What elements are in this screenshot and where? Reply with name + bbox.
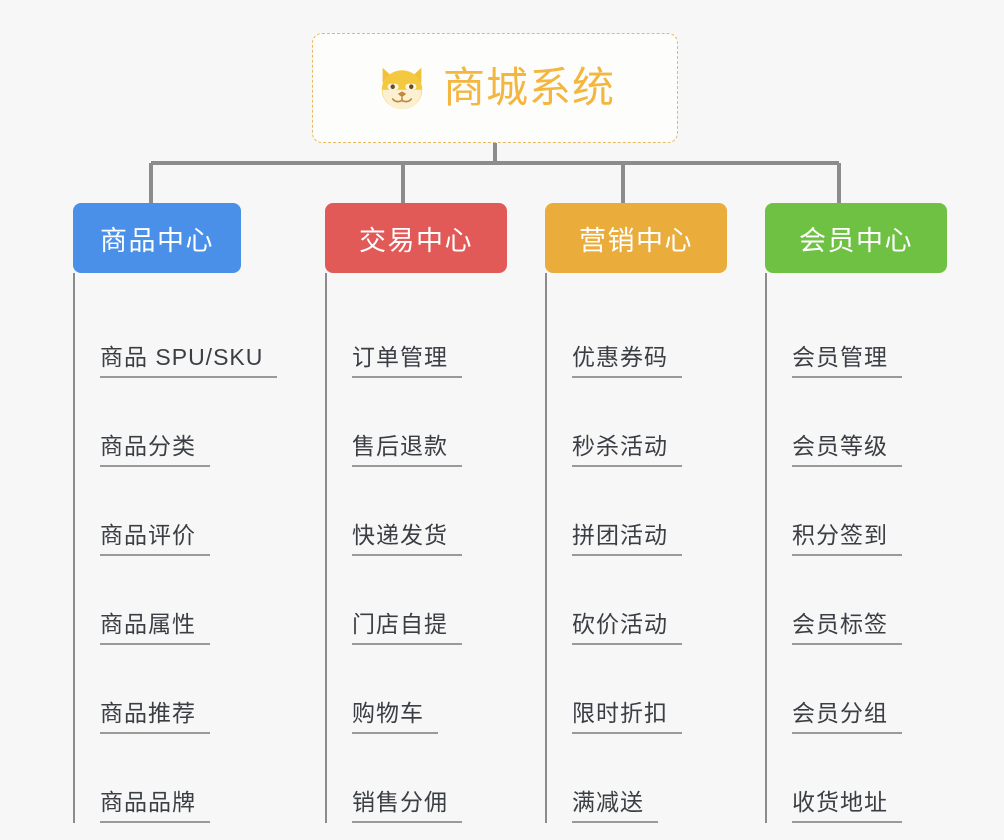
list-item[interactable]: 积分签到 <box>767 467 935 556</box>
leaf-label: 会员等级 <box>792 433 902 467</box>
list-item[interactable]: 商品评价 <box>75 467 283 556</box>
list-item[interactable]: 砍价活动 <box>547 556 715 645</box>
category-label-0: 商品中心 <box>100 225 214 256</box>
category-label-3: 会员中心 <box>799 225 913 256</box>
list-item[interactable]: 商品品牌 <box>75 734 283 823</box>
list-item[interactable]: 限时折扣 <box>547 645 715 734</box>
list-item[interactable]: 商品推荐 <box>75 645 283 734</box>
leaf-label: 优惠券码 <box>572 344 682 378</box>
leaf-label: 商品品牌 <box>100 789 210 823</box>
leaf-label: 拼团活动 <box>572 522 682 556</box>
leaf-label: 会员管理 <box>792 344 902 378</box>
leaf-label: 限时折扣 <box>572 700 682 734</box>
list-item[interactable]: 会员等级 <box>767 378 935 467</box>
list-item[interactable]: 商品属性 <box>75 556 283 645</box>
list-item[interactable]: 门店自提 <box>327 556 515 645</box>
dog-face-icon <box>381 67 423 110</box>
leaf-label: 积分签到 <box>792 522 902 556</box>
leaf-label: 满减送 <box>572 789 658 823</box>
leaf-label: 商品分类 <box>100 433 210 467</box>
leaf-label: 快递发货 <box>352 522 462 556</box>
category-column-2: 营销中心 优惠券码 秒杀活动 拼团活动 砍价活动 限时折扣 满减送 <box>545 203 727 823</box>
leaf-label: 会员标签 <box>792 611 902 645</box>
leaf-label: 订单管理 <box>352 344 462 378</box>
list-item[interactable]: 订单管理 <box>327 289 515 378</box>
leaf-label: 商品评价 <box>100 522 210 556</box>
leaf-list-1: 订单管理 售后退款 快递发货 门店自提 购物车 销售分佣 <box>325 273 515 823</box>
list-item[interactable]: 收货地址 <box>767 734 935 823</box>
list-item[interactable]: 秒杀活动 <box>547 378 715 467</box>
category-header-2[interactable]: 营销中心 <box>545 203 727 273</box>
root-title: 商城系统 <box>442 64 615 111</box>
list-item[interactable]: 快递发货 <box>327 467 515 556</box>
leaf-label: 砍价活动 <box>572 611 682 645</box>
list-item[interactable]: 商品分类 <box>75 378 283 467</box>
list-item[interactable]: 会员管理 <box>767 289 935 378</box>
list-item[interactable]: 会员标签 <box>767 556 935 645</box>
category-label-2: 营销中心 <box>579 225 693 256</box>
root-node[interactable]: 商城系统 <box>312 33 678 143</box>
list-item[interactable]: 会员分组 <box>767 645 935 734</box>
leaf-label: 会员分组 <box>792 700 902 734</box>
leaf-label: 售后退款 <box>352 433 462 467</box>
leaf-list-0: 商品 SPU/SKU 商品分类 商品评价 商品属性 商品推荐 商品品牌 <box>73 273 283 823</box>
leaf-list-3: 会员管理 会员等级 积分签到 会员标签 会员分组 收货地址 <box>765 273 935 823</box>
leaf-label: 商品 SPU/SKU <box>100 344 278 378</box>
leaf-label: 收货地址 <box>792 789 902 823</box>
category-header-0[interactable]: 商品中心 <box>73 203 241 273</box>
leaf-list-2: 优惠券码 秒杀活动 拼团活动 砍价活动 限时折扣 满减送 <box>545 273 715 823</box>
category-column-3: 会员中心 会员管理 会员等级 积分签到 会员标签 会员分组 收货地址 <box>765 203 947 823</box>
list-item[interactable]: 拼团活动 <box>547 467 715 556</box>
list-item[interactable]: 售后退款 <box>327 378 515 467</box>
leaf-label: 商品推荐 <box>100 700 210 734</box>
list-item[interactable]: 优惠券码 <box>547 289 715 378</box>
leaf-label: 秒杀活动 <box>572 433 682 467</box>
leaf-label: 购物车 <box>352 700 438 734</box>
connector-group <box>149 143 841 203</box>
category-header-3[interactable]: 会员中心 <box>765 203 947 273</box>
list-item[interactable]: 销售分佣 <box>327 734 515 823</box>
leaf-label: 销售分佣 <box>352 789 462 823</box>
list-item[interactable]: 购物车 <box>327 645 515 734</box>
category-column-0: 商品中心 商品 SPU/SKU 商品分类 商品评价 商品属性 商品推荐 商品品牌 <box>73 203 283 823</box>
list-item[interactable]: 满减送 <box>547 734 715 823</box>
leaf-label: 商品属性 <box>100 611 210 645</box>
category-header-1[interactable]: 交易中心 <box>325 203 507 273</box>
leaf-label: 门店自提 <box>352 611 462 645</box>
category-label-1: 交易中心 <box>359 225 473 256</box>
category-column-1: 交易中心 订单管理 售后退款 快递发货 门店自提 购物车 销售分佣 <box>325 203 515 823</box>
list-item[interactable]: 商品 SPU/SKU <box>75 289 283 378</box>
